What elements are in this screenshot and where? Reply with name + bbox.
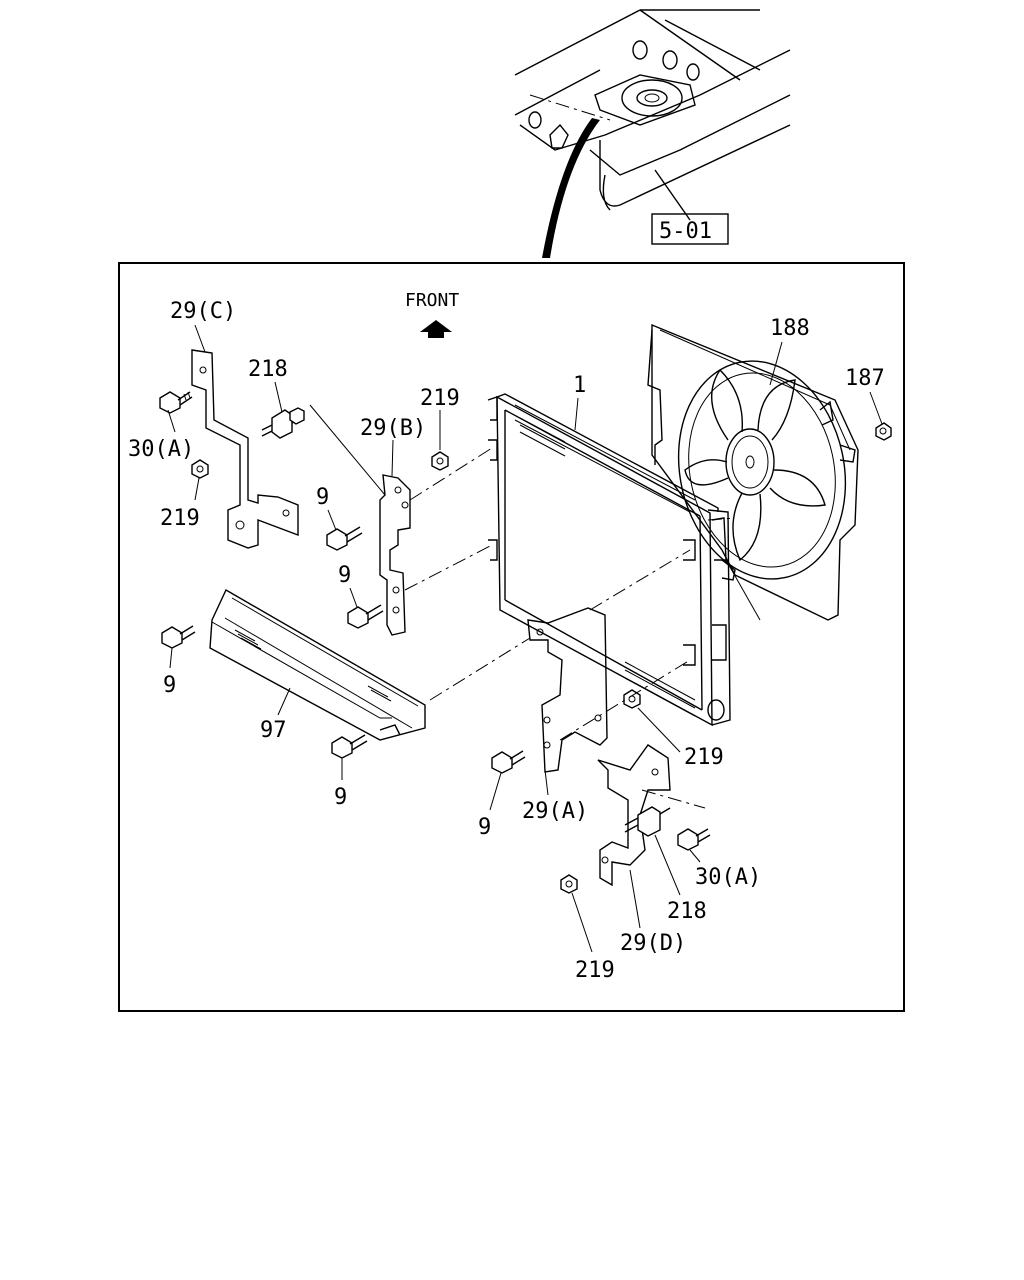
callout-188: 188 [770,316,810,341]
callout-29b: 29(B) [360,416,426,441]
bracket-29c [191,349,299,549]
callout-9-upper: 9 [316,485,329,510]
callout-9-lower: 9 [334,785,347,810]
bolt-9-bottom[interactable] [491,750,526,774]
reference-label: 5-01 [659,219,712,244]
reference-box-5-01[interactable]: 5-01 [651,213,729,245]
front-arrow-icon [420,320,452,338]
bracket-29b [379,474,411,636]
nut-219-right[interactable] [623,689,641,709]
condenser [487,393,731,727]
bolt-9-lower[interactable] [331,734,368,759]
leader-lines [167,324,883,953]
bracket-29d [597,744,671,887]
bracket-29a [527,607,608,773]
callout-219-left: 219 [160,506,200,531]
callout-97: 97 [260,718,287,743]
bolt-30a-left[interactable] [159,391,193,414]
callout-1: 1 [573,373,586,398]
callouts: 29(C) 218 30(A) 219 219 29(B) 1 188 187 … [128,299,885,983]
nut-219-bottom[interactable] [560,874,578,894]
cover-97 [209,589,426,741]
rubber-mount-218-top[interactable] [261,407,305,439]
callout-9-middle: 9 [338,563,351,588]
nut-187[interactable] [875,422,892,441]
front-label: FRONT [405,290,459,311]
rubber-mount-218-bottom[interactable] [624,806,671,837]
callout-30a-right: 30(A) [695,865,761,890]
callout-219-bottom: 219 [575,958,615,983]
callout-29a: 29(A) [522,799,588,824]
bolt-9-upper[interactable] [326,526,363,551]
callout-218-top: 218 [248,357,288,382]
bolt-30a-right[interactable] [677,828,711,851]
callout-29c: 29(C) [170,299,236,324]
front-indicator: FRONT [405,290,459,338]
callout-219-right: 219 [684,745,724,770]
callout-218-bottom: 218 [667,899,707,924]
nut-219-middle[interactable] [431,451,449,471]
bolt-9-middle[interactable] [347,604,384,629]
callout-9-left: 9 [163,673,176,698]
callout-29d: 29(D) [620,931,686,956]
callout-9-bottom: 9 [478,815,491,840]
frame-crossmember-inset [514,9,791,221]
callout-219-middle: 219 [420,386,460,411]
callout-187: 187 [845,366,885,391]
fan-shroud [647,323,859,621]
bolt-9-left[interactable] [161,625,196,649]
assembly-guides [309,404,761,809]
nut-219-left[interactable] [191,459,209,479]
reference-leader [542,118,600,258]
callout-30a-left: 30(A) [128,437,194,462]
diagram-frame [118,262,905,1012]
